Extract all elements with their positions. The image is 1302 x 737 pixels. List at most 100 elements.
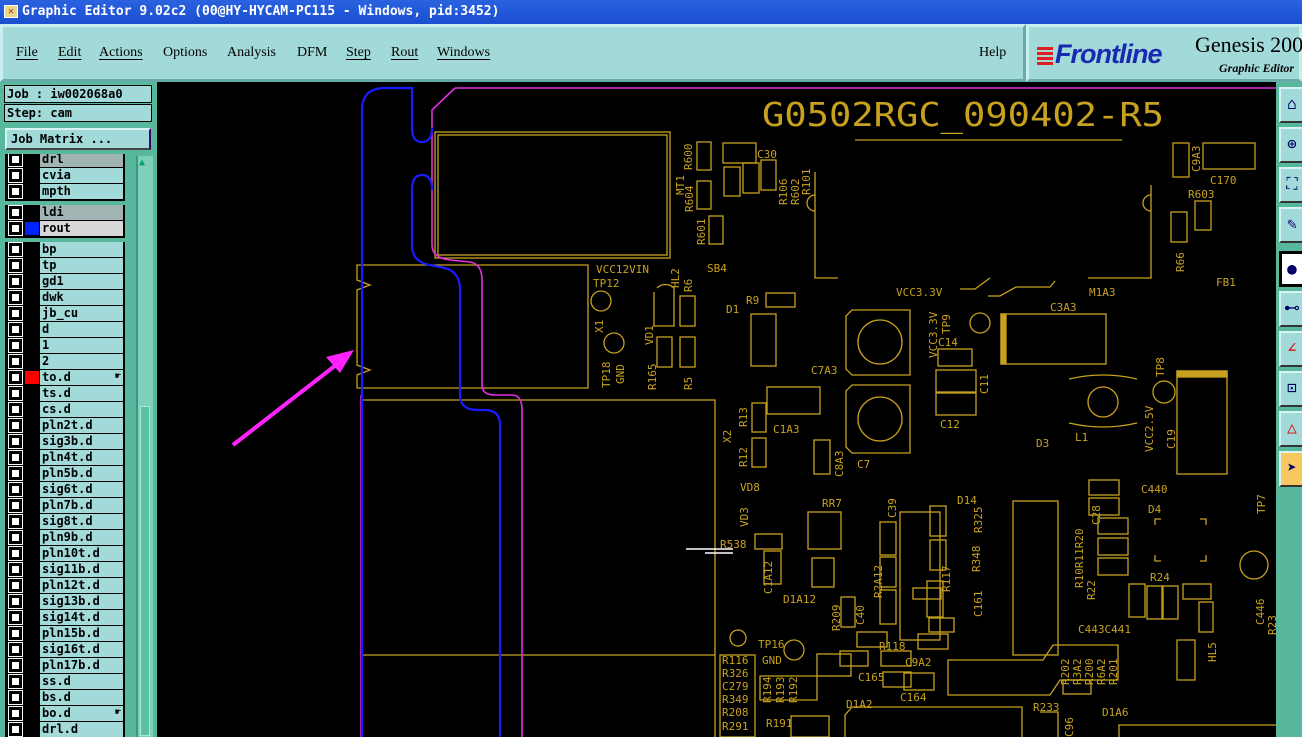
layer-color-swatch[interactable] xyxy=(25,467,39,480)
layer-color-swatch[interactable] xyxy=(25,547,39,560)
layer-name[interactable]: gd1 xyxy=(40,274,123,289)
layer-color-swatch[interactable] xyxy=(25,371,39,384)
layer-color-swatch[interactable] xyxy=(25,659,39,672)
zoom-home-button[interactable]: ⌂ xyxy=(1279,87,1302,123)
layer-name[interactable]: sig6t.d xyxy=(40,482,123,497)
layer-row[interactable]: bp xyxy=(5,242,125,257)
layer-color-swatch[interactable] xyxy=(25,387,39,400)
layer-row[interactable]: ss.d xyxy=(5,674,125,689)
scroll-thumb[interactable] xyxy=(140,406,150,736)
layer-row[interactable]: pln10t.d xyxy=(5,546,125,561)
layer-row[interactable]: dwk xyxy=(5,290,125,305)
layer-visibility-checkbox[interactable] xyxy=(8,530,23,545)
layer-visibility-checkbox[interactable] xyxy=(8,722,23,737)
layer-name[interactable]: bp xyxy=(40,242,123,257)
layer-color-swatch[interactable] xyxy=(25,627,39,640)
layer-name[interactable]: sig14t.d xyxy=(40,610,123,625)
layer-name[interactable]: rout xyxy=(40,221,123,236)
layer-visibility-checkbox[interactable] xyxy=(8,498,23,513)
layer-color-swatch[interactable] xyxy=(25,531,39,544)
layer-color-swatch[interactable] xyxy=(25,419,39,432)
layer-name[interactable]: bs.d xyxy=(40,690,123,705)
layer-color-swatch[interactable] xyxy=(25,206,39,219)
layer-row[interactable]: d xyxy=(5,322,125,337)
layer-row[interactable]: bo.d☛ xyxy=(5,706,125,721)
layer-visibility-checkbox[interactable] xyxy=(8,674,23,689)
layer-color-swatch[interactable] xyxy=(25,675,39,688)
layer-color-swatch[interactable] xyxy=(25,259,39,272)
layer-color-swatch[interactable] xyxy=(25,222,39,235)
layer-visibility-checkbox[interactable] xyxy=(8,562,23,577)
layer-visibility-checkbox[interactable] xyxy=(8,221,23,236)
layer-row[interactable]: mpth xyxy=(5,184,125,199)
menu-analysis[interactable]: Analysis xyxy=(227,45,276,60)
layer-row[interactable]: cvia xyxy=(5,168,125,183)
layer-color-swatch[interactable] xyxy=(25,691,39,704)
pointer-button[interactable]: ➤ xyxy=(1279,451,1302,487)
layer-name[interactable]: tp xyxy=(40,258,123,273)
layer-name[interactable]: mpth xyxy=(40,184,123,199)
layer-name[interactable]: cs.d xyxy=(40,402,123,417)
layer-name[interactable]: pln10t.d xyxy=(40,546,123,561)
layer-row[interactable]: sig16t.d xyxy=(5,642,125,657)
layer-color-swatch[interactable] xyxy=(25,723,39,736)
layer-row[interactable]: jb_cu xyxy=(5,306,125,321)
layer-visibility-checkbox[interactable] xyxy=(8,338,23,353)
layer-name[interactable]: pln2t.d xyxy=(40,418,123,433)
layer-color-swatch[interactable] xyxy=(25,707,39,720)
layer-visibility-checkbox[interactable] xyxy=(8,546,23,561)
layer-visibility-checkbox[interactable] xyxy=(8,690,23,705)
layer-visibility-checkbox[interactable] xyxy=(8,184,23,199)
layer-row[interactable]: pln17b.d xyxy=(5,658,125,673)
layer-name[interactable]: drl.d xyxy=(40,722,123,737)
menu-rout[interactable]: Rout xyxy=(391,45,419,60)
layer-color-swatch[interactable] xyxy=(25,323,39,336)
layer-color-swatch[interactable] xyxy=(25,169,39,182)
layer-row[interactable]: cs.d xyxy=(5,402,125,417)
layer-row[interactable]: sig6t.d xyxy=(5,482,125,497)
layer-visibility-checkbox[interactable] xyxy=(8,626,23,641)
layer-row[interactable]: gd1 xyxy=(5,274,125,289)
layer-visibility-checkbox[interactable] xyxy=(8,450,23,465)
snap-button[interactable]: ⊷ xyxy=(1279,291,1302,327)
layer-row[interactable]: pln4t.d xyxy=(5,450,125,465)
layer-visibility-checkbox[interactable] xyxy=(8,658,23,673)
layer-name[interactable]: pln9b.d xyxy=(40,530,123,545)
layer-visibility-checkbox[interactable] xyxy=(8,482,23,497)
menu-step[interactable]: Step xyxy=(346,45,371,60)
layer-color-swatch[interactable] xyxy=(25,451,39,464)
job-matrix-button[interactable]: Job Matrix ... xyxy=(5,128,151,150)
layer-row[interactable]: pln2t.d xyxy=(5,418,125,433)
layer-color-swatch[interactable] xyxy=(25,154,39,166)
layer-name[interactable]: pln4t.d xyxy=(40,450,123,465)
layer-visibility-checkbox[interactable] xyxy=(8,642,23,657)
layer-visibility-checkbox[interactable] xyxy=(8,370,23,385)
menu-options[interactable]: Options xyxy=(163,45,208,60)
measure-button[interactable]: ✎ xyxy=(1279,207,1302,243)
layer-visibility-checkbox[interactable] xyxy=(8,466,23,481)
layer-list-scrollbar[interactable]: ▲ xyxy=(136,156,153,737)
layer-row[interactable]: sig8t.d xyxy=(5,514,125,529)
layer-row[interactable]: ts.d xyxy=(5,386,125,401)
layer-color-swatch[interactable] xyxy=(25,595,39,608)
layer-visibility-checkbox[interactable] xyxy=(8,386,23,401)
menu-actions[interactable]: Actions xyxy=(99,45,143,60)
layer-color-swatch[interactable] xyxy=(25,243,39,256)
layer-visibility-checkbox[interactable] xyxy=(8,168,23,183)
layer-color-swatch[interactable] xyxy=(25,355,39,368)
layer-visibility-checkbox[interactable] xyxy=(8,354,23,369)
layer-visibility-checkbox[interactable] xyxy=(8,594,23,609)
layer-visibility-checkbox[interactable] xyxy=(8,322,23,337)
layer-visibility-checkbox[interactable] xyxy=(8,514,23,529)
layer-visibility-checkbox[interactable] xyxy=(8,706,23,721)
layer-name[interactable]: sig3b.d xyxy=(40,434,123,449)
graphic-canvas[interactable]: G0502RGC_090402-R5 C30R600MT1R604R601R10… xyxy=(157,82,1276,737)
layer-color-swatch[interactable] xyxy=(25,483,39,496)
layer-color-swatch[interactable] xyxy=(25,339,39,352)
layer-visibility-checkbox[interactable] xyxy=(8,306,23,321)
layer-visibility-checkbox[interactable] xyxy=(8,402,23,417)
menu-file[interactable]: File xyxy=(16,45,38,60)
layer-name[interactable]: d xyxy=(40,322,123,337)
layer-color-swatch[interactable] xyxy=(25,611,39,624)
layer-visibility-checkbox[interactable] xyxy=(8,610,23,625)
